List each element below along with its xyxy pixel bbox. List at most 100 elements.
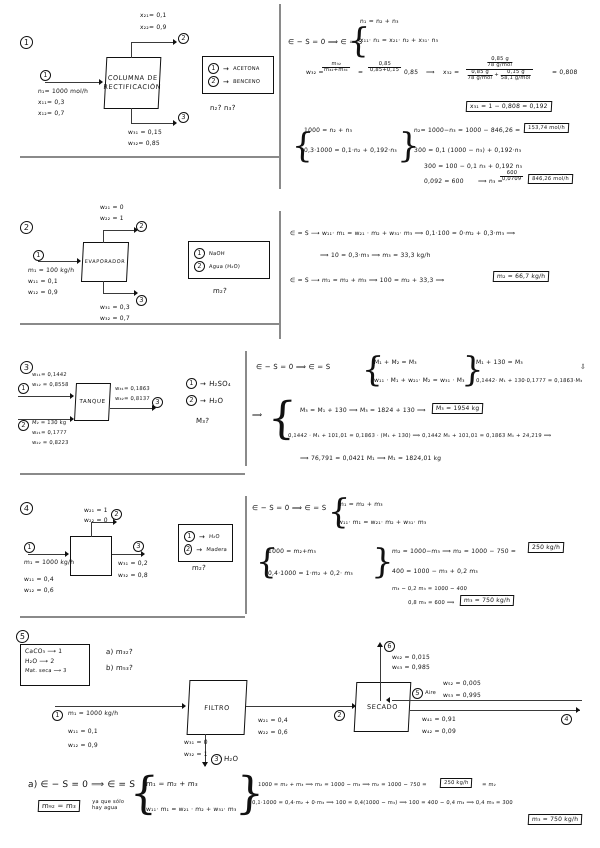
feed-label-4a: m₁ = 1000 kg/h <box>23 559 75 566</box>
system-eq-3b: w₁₁ · M₁ + w₂₁· M₂ = w₃₁ · M₃ <box>373 377 465 384</box>
boxed-n2: 153,74 mol/h <box>523 123 570 133</box>
column-divider-2 <box>279 211 281 339</box>
balance-header-5: a) ∈ − S = 0 ⟹ ∈ = S <box>27 780 136 790</box>
outlet-label-3b: w₃₂= 0,8137 <box>114 396 150 402</box>
bottom-drop-1 <box>131 108 132 124</box>
dryer-out-arrowhead <box>576 707 580 713</box>
boxed-m3-problem4: m₃ = 750 kg/h <box>459 595 515 606</box>
unit-label: EVAPORADOR <box>84 259 126 265</box>
boxed-m2-problem5: 250 kg/h <box>439 778 473 788</box>
legend-arrow-icon: → <box>196 545 203 554</box>
bottom-label-1a: w₃₁ = 0,15 <box>127 129 163 136</box>
filter-bottom-label-a: w₃₁ = 0 <box>183 739 208 746</box>
feed-label-4c: w₁₂ = 0,6 <box>23 587 55 594</box>
legend-row-2: H₂O ⟶ 2 <box>25 658 85 665</box>
conversion-value-den: 0,85+0,15 <box>367 67 402 74</box>
air-label-b: w₅₃ = 0,995 <box>442 692 482 699</box>
balance-header-3: ∈ − S = 0 ⟹ ∈ = S <box>255 363 331 371</box>
final-frac-den: 0,0709 <box>499 176 524 183</box>
problem-2-section: 2 EVAPORADOR 1 m₁ = 100 kg/h w₁₁ = 0,1 w… <box>0 204 600 345</box>
step-4b: 400 = 1000 − m₃ + 0,2 m₃ <box>391 568 479 575</box>
mid-label-5b: w₂₂ = 0,6 <box>257 729 289 736</box>
derive-brace-3: { <box>266 393 298 444</box>
feed-label-1c: x₁₂= 0,7 <box>37 110 65 117</box>
mole-result-value: 0,808 <box>559 69 578 76</box>
feed-label-5b: w₁₁ = 0,1 <box>67 728 99 735</box>
feed-arrow-1 <box>45 82 102 83</box>
legend-key-icon: 2 <box>207 76 220 87</box>
stream-marker-2-top: 2 <box>135 221 148 232</box>
legend-row-1: CaCO₃ ⟶ 1 <box>25 648 85 655</box>
step-1b: 300 = 0,1 (1000 − n₃) + 0,192·n₃ <box>413 147 522 154</box>
system-eq-5a: m₁ = m₂ + m₃ <box>145 780 199 788</box>
feed-arrow-2 <box>38 261 80 262</box>
feed-label-2a: m₁ = 100 kg/h <box>27 267 75 274</box>
legend-key: CaCO₃ <box>24 648 46 655</box>
stream-marker-3-out: 3 <box>151 397 164 408</box>
top-label-4a: w₂₁ = 1 <box>83 507 108 514</box>
legend-value: Agua (H₂O) <box>208 263 241 270</box>
system-eq-4b: w₁₁· m₁ = w₂₁· m₂ + w₃₁· m₃ <box>337 519 427 526</box>
legend-value: NaOH <box>208 250 226 256</box>
legend-key-icon: 1 <box>193 247 206 259</box>
question-1: n₂? n₃? <box>209 104 236 112</box>
question-4: m₂? <box>191 564 207 572</box>
inlet1-arrowhead-3 <box>70 393 74 399</box>
balance-eq-2c: ∈ = S ⟶ m₁ = m₂ + m₃ ⟹ 100 = m₂ + 33,3 ⟹ <box>289 277 445 284</box>
feed-label-1a: n₁= 1000 mol/h <box>37 88 89 95</box>
legend-value: H₂O <box>208 533 220 539</box>
unit-tank: TANQUE <box>74 383 111 421</box>
stream-marker-5-air: 5 <box>411 688 424 699</box>
outlet-arrow-4 <box>112 554 144 555</box>
balance-eq-2b: ⟹ 10 = 0,3·m₃ ⟹ m₃ = 33,3 kg/h <box>319 252 431 259</box>
section-divider-4 <box>20 616 245 618</box>
dryer-out-label-a: w₄₁ = 0,91 <box>421 716 457 723</box>
system-eq-1b: x₁₁· n₁ = x₂₁· n₂ + x₃₁· n₃ <box>359 37 439 44</box>
problem-5-number: 5 <box>15 630 30 643</box>
legend-arrow-icon: → <box>199 396 207 405</box>
stream-marker-5-vent: 6 <box>383 641 396 652</box>
inlet2-arrowhead-3 <box>70 416 74 422</box>
work-line-5b: 0,1·1000 = 0,4·m₂ + 0·m₃ ⟹ 100 = 0,4(100… <box>251 800 514 806</box>
feed-label-2b: w₁₁ = 0,1 <box>27 278 59 285</box>
outlet-arrow-3 <box>110 408 155 409</box>
unit-label: COLUMNA DE RECTIFICACIÓN <box>103 74 162 91</box>
column-divider-3 <box>245 351 247 466</box>
filter-bottom-arrowhead <box>202 762 208 767</box>
question-5a: a) m₃₂? <box>105 648 134 656</box>
top-riser-4 <box>91 522 92 537</box>
stream-marker-3-in1: 1 <box>17 383 30 394</box>
legend-row-1: 1 NaOH <box>193 247 265 259</box>
system-eq-1a: n₁ = n₂ + n₃ <box>359 18 399 25</box>
legend-3-row-2: 2 → H₂O <box>185 395 224 406</box>
dryer-top-label-b: w₆₃ = 0,985 <box>391 664 431 671</box>
mole-bot-b: 0,15 g 58,1 g/mol <box>500 69 531 82</box>
feed-arrowhead-5 <box>182 703 186 709</box>
legend-3-row-1: 1 → H₂SO₄ <box>185 378 231 389</box>
step-1c: 300 = 100 − 0,1 n₃ + 0,192 n₃ <box>423 163 523 170</box>
top-label-2b: w₂₂ = 1 <box>99 215 124 222</box>
dryer-out-label-b: w₄₂ = 0,09 <box>421 728 457 735</box>
section-divider-2 <box>20 323 279 325</box>
system-eq-3a: M₁ + M₂ = M₃ <box>373 359 418 366</box>
unit-column-rectification: COLUMNA DE RECTIFICACIÓN <box>103 57 162 109</box>
problem-1-section: 1 COLUMNA DE RECTIFICACIÓN 1 n₁= 1000 mo… <box>0 0 600 210</box>
mid-arrowhead-5 <box>352 703 356 709</box>
top-arrowhead-1 <box>173 39 177 45</box>
stream-marker-2-bottom: 3 <box>135 295 148 306</box>
dryer-top-line <box>380 646 381 701</box>
conversion-implies-icon: ⟹ <box>425 69 435 76</box>
dryer-top-label-a: w₆₂ = 0,015 <box>391 654 431 661</box>
bottom-arrow-1 <box>131 123 176 124</box>
step-1a: n₂= 1000−n₃ = 1000 − 846,26 = <box>413 127 521 134</box>
legend-value: BENCENO <box>232 78 261 85</box>
dryer-out-line <box>410 710 580 711</box>
legend-5: CaCO₃ ⟶ 1 H₂O ⟶ 2 Mat. seca ⟶ 3 <box>20 644 90 686</box>
bottom-label-2a: w₃₁ = 0,3 <box>99 304 131 311</box>
problem-5-section: 5 CaCO₃ ⟶ 1 H₂O ⟶ 2 Mat. seca ⟶ 3 a) m₃₂… <box>0 628 600 848</box>
feed-arrowhead-2 <box>77 258 81 264</box>
legend-arrow-icon: → <box>199 379 207 388</box>
system2-eq-1a: 1000 = n₂ + n₃ <box>303 127 353 134</box>
mid-label-5a: w₂₁ = 0,4 <box>257 717 289 724</box>
legend-arrow-icon: → <box>222 64 230 72</box>
